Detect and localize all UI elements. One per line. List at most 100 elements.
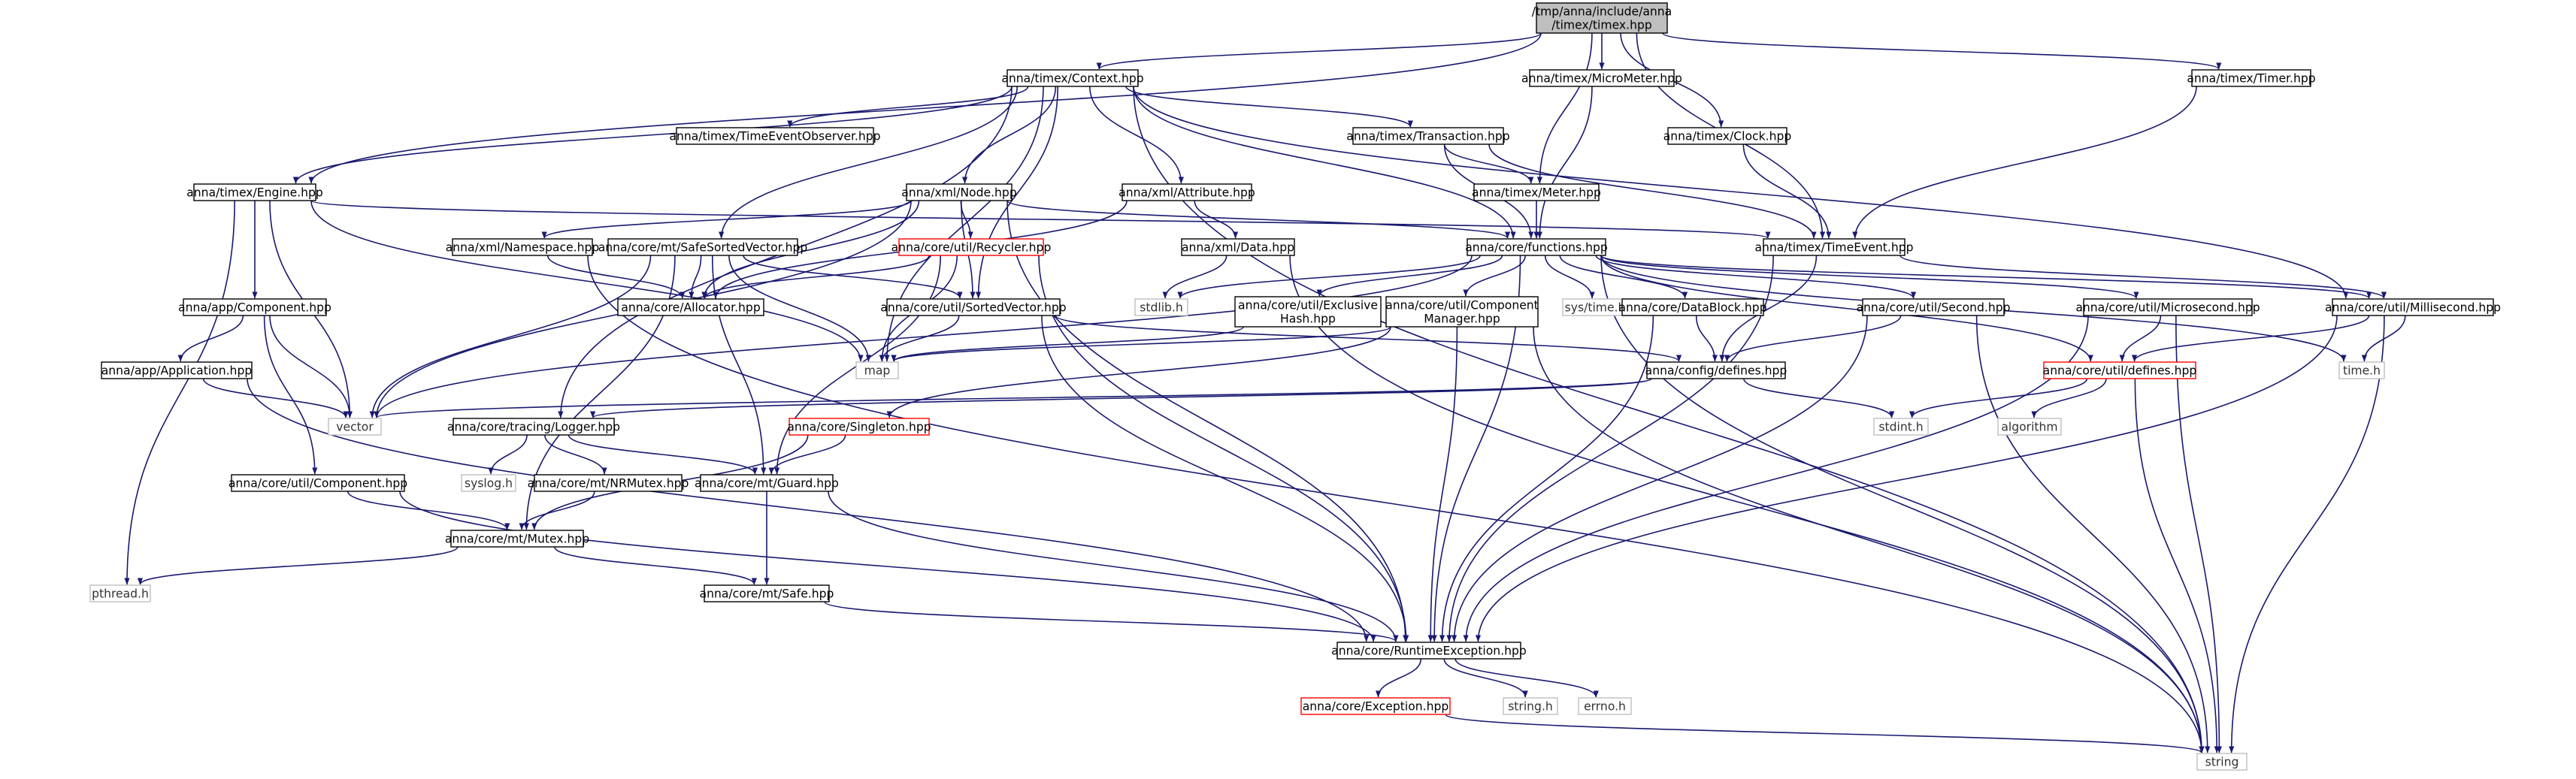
node-label: anna/xml/Node.hpp xyxy=(901,186,1017,200)
edge-millisecond-to-string xyxy=(2229,315,2385,753)
node-box xyxy=(1467,238,1606,256)
node-anna-core-allocator-hpp[interactable]: anna/core/Allocator.hpp xyxy=(617,298,764,316)
node-anna-xml-namespace-hpp[interactable]: anna/xml/Namespace.hpp xyxy=(446,238,600,256)
node-label: string.h xyxy=(1508,700,1553,714)
node-anna-core-util-millisecond-hpp[interactable]: anna/core/util/Millisecond.hpp xyxy=(2325,298,2501,316)
edge-millisecond-to-utildefines xyxy=(2131,315,2370,362)
node-box xyxy=(534,474,683,492)
node-tmp-anna-include-anna-timex-timex-hpp[interactable]: /tmp/anna/include/anna/timex/timex.hpp xyxy=(1532,2,1672,34)
node-anna-core-util-microsecond-hpp[interactable]: anna/core/util/Microsecond.hpp xyxy=(2075,298,2260,316)
node-anna-app-component-hpp[interactable]: anna/app/Component.hpp xyxy=(178,298,331,316)
node-box xyxy=(328,418,382,436)
edge-engine-to-pthread xyxy=(124,200,235,585)
edge-xmlnode-to-namespace xyxy=(541,200,912,239)
node-label: anna/core/Exception.hpp xyxy=(1303,700,1449,714)
node-anna-core-tracing-logger-hpp[interactable]: anna/core/tracing/Logger.hpp xyxy=(447,418,620,436)
node-anna-core-util-defines-hpp[interactable]: anna/core/util/defines.hpp xyxy=(2043,361,2197,379)
node-label: anna/core/Allocator.hpp xyxy=(621,301,761,315)
node-box xyxy=(101,361,253,379)
node-box xyxy=(1862,298,2005,316)
node-anna-timex-clock-hpp[interactable]: anna/timex/Clock.hpp xyxy=(1663,127,1792,145)
edge-application-to-vector xyxy=(202,378,349,418)
node-box xyxy=(2338,361,2385,379)
node-anna-timex-transaction-hpp[interactable]: anna/timex/Transaction.hpp xyxy=(1346,127,1510,145)
node-label: anna/xml/Data.hpp xyxy=(1182,241,1294,255)
node-box xyxy=(1763,238,1906,256)
node-box xyxy=(1578,697,1632,715)
node-box xyxy=(2191,69,2311,87)
node-label: anna/xml/Namespace.hpp xyxy=(446,241,600,255)
node-anna-core-mt-safe-hpp[interactable]: anna/core/mt/Safe.hpp xyxy=(700,584,834,602)
node-label: anna/core/Singleton.hpp xyxy=(787,421,931,434)
node-anna-core-mt-guard-hpp[interactable]: anna/core/mt/Guard.hpp xyxy=(695,474,839,492)
edge-guard-to-runtimeex xyxy=(828,491,1399,642)
edge-utildefines-to-algorithm xyxy=(2031,378,2107,418)
node-anna-xml-attribute-hpp[interactable]: anna/xml/Attribute.hpp xyxy=(1118,183,1255,201)
node-label: anna/core/util/Microsecond.hpp xyxy=(2075,301,2260,315)
edge-safesorted-to-map xyxy=(728,255,871,362)
node-anna-timex-context-hpp[interactable]: anna/timex/Context.hpp xyxy=(1001,69,1144,87)
node-box xyxy=(700,474,834,492)
node-label: anna/core/util/Recycler.hpp xyxy=(891,241,1052,255)
node-label: anna/core/functions.hpp xyxy=(1465,241,1608,255)
edge-namespace-to-allocator xyxy=(546,255,686,299)
node-pthread-h: pthread.h xyxy=(89,584,151,602)
edge-transaction-to-meter xyxy=(1443,143,1534,184)
node-sys-time-h: sys/time.h xyxy=(1562,298,1628,316)
node-label: anna/timex/Meter.hpp xyxy=(1472,186,1601,200)
edge-functions-to-millisecond xyxy=(1600,255,2372,299)
node-anna-core-singleton-hpp[interactable]: anna/core/Singleton.hpp xyxy=(787,418,931,436)
node-anna-xml-node-hpp[interactable]: anna/xml/Node.hpp xyxy=(901,183,1017,201)
node-label: anna/config/defines.hpp xyxy=(1645,364,1787,378)
edge-compmgr-to-string xyxy=(1533,326,2205,753)
node-box xyxy=(676,127,874,145)
node-anna-core-functions-hpp[interactable]: anna/core/functions.hpp xyxy=(1465,238,1608,256)
node-anna-timex-micrometer-hpp[interactable]: anna/timex/MicroMeter.hpp xyxy=(1521,69,1682,87)
node-anna-core-mt-safesortedvector-hpp[interactable]: anna/core/mt/SafeSortedVector.hpp xyxy=(598,238,808,256)
node-box xyxy=(1646,361,1786,379)
edge-millisecond-to-timeh xyxy=(2361,315,2406,362)
edge-context-to-safesorted xyxy=(719,86,1018,239)
node-anna-core-util-component-hpp[interactable]: anna/core/util/Component.hpp xyxy=(229,474,407,492)
node-label: pthread.h xyxy=(92,587,149,601)
edge-transaction-to-timeevent xyxy=(1488,143,1817,239)
node-box xyxy=(1234,296,1382,328)
node-box xyxy=(453,418,615,436)
edge-mutex-to-pthread xyxy=(137,546,459,585)
node-box xyxy=(898,238,1044,256)
node-anna-core-util-sortedvector-hpp[interactable]: anna/core/util/SortedVector.hpp xyxy=(880,298,1067,316)
node-anna-timex-timeevent-hpp[interactable]: anna/timex/TimeEvent.hpp xyxy=(1754,238,1914,256)
node-anna-core-exception-hpp[interactable]: anna/core/Exception.hpp xyxy=(1300,697,1451,715)
edge-apcomponent-to-application xyxy=(177,315,244,362)
node-anna-core-util-second-hpp[interactable]: anna/core/util/Second.hpp xyxy=(1856,298,2011,316)
node-box xyxy=(461,474,516,492)
edge-application-to-runtimeex xyxy=(247,378,1370,642)
node-anna-core-mt-mutex-hpp[interactable]: anna/core/mt/Mutex.hpp xyxy=(445,530,589,548)
node-anna-core-runtimeexception-hpp[interactable]: anna/core/RuntimeException.hpp xyxy=(1331,642,1527,660)
node-anna-timex-timer-hpp[interactable]: anna/timex/Timer.hpp xyxy=(2187,69,2316,87)
node-anna-config-defines-hpp[interactable]: anna/config/defines.hpp xyxy=(1645,361,1787,379)
edge-second-to-runtimeex xyxy=(1451,315,1868,642)
node-box xyxy=(886,298,1061,316)
node-anna-timex-engine-hpp[interactable]: anna/timex/Engine.hpp xyxy=(186,183,323,201)
node-anna-core-mt-nrmutex-hpp[interactable]: anna/core/mt/NRMutex.hpp xyxy=(528,474,689,492)
node-anna-xml-data-hpp[interactable]: anna/xml/Data.hpp xyxy=(1181,238,1295,256)
edge-apcomponent-to-utilcomponent xyxy=(263,315,318,475)
node-box xyxy=(231,474,405,492)
node-anna-app-application-hpp[interactable]: anna/app/Application.hpp xyxy=(101,361,253,379)
node-box xyxy=(1997,418,2062,436)
node-anna-timex-timeeventobserver-hpp[interactable]: anna/timex/TimeEventObserver.hpp xyxy=(669,127,881,145)
edge-datablock-to-runtimeex xyxy=(1439,315,1654,642)
edge-second-to-string xyxy=(1975,315,2211,753)
node-anna-core-util-recycler-hpp[interactable]: anna/core/util/Recycler.hpp xyxy=(891,238,1052,256)
node-box xyxy=(1336,642,1521,660)
node-label: vector xyxy=(336,421,374,434)
node-anna-timex-meter-hpp[interactable]: anna/timex/Meter.hpp xyxy=(1472,183,1601,201)
node-anna-core-datablock-hpp[interactable]: anna/core/DataBlock.hpp xyxy=(1618,298,1767,316)
node-box xyxy=(1352,127,1504,145)
node-box xyxy=(183,298,327,316)
node-label: /tmp/anna/include/anna xyxy=(1532,5,1672,19)
edge-utildefines-to-string xyxy=(2134,378,2220,753)
